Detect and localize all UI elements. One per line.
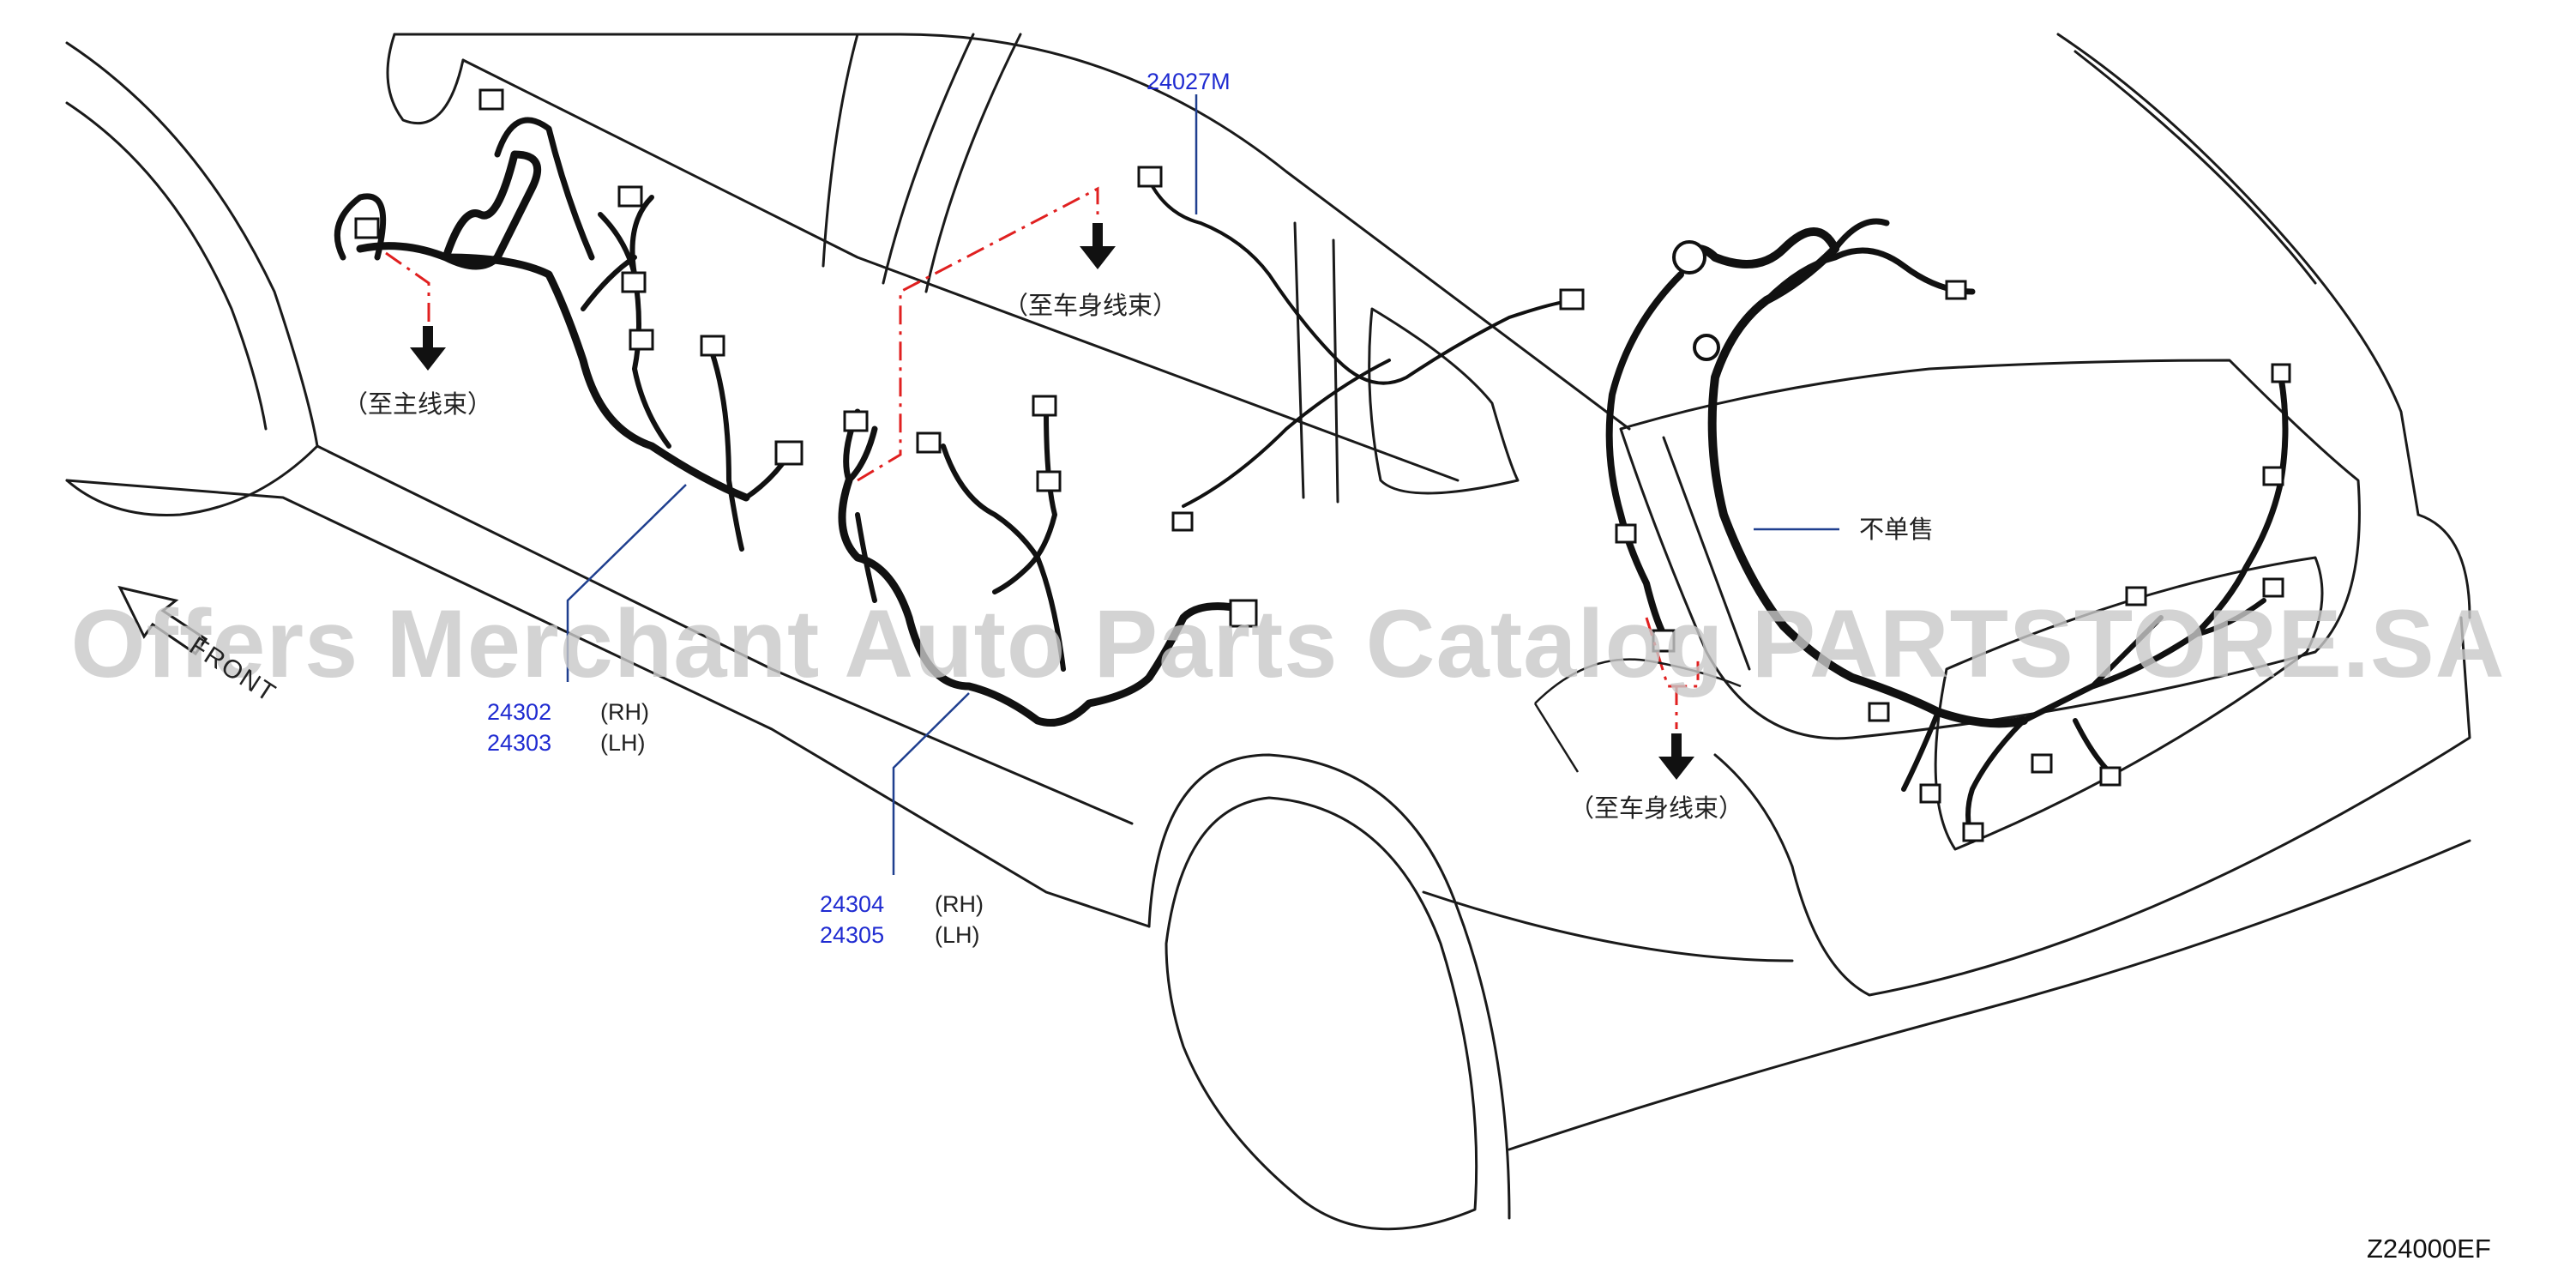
rear-bumper bbox=[1791, 616, 2471, 997]
note-to-body-harness-rear: （至车身线束） bbox=[1569, 793, 1744, 823]
note-to-body-harness-top: （至车身线束） bbox=[1003, 291, 1178, 320]
side-rh-24304: (RH) bbox=[935, 891, 984, 917]
grommet bbox=[1672, 240, 1706, 275]
harness-rear-hatch bbox=[1676, 227, 2028, 728]
note-not-sold-separately: 不单售 bbox=[1859, 515, 1935, 544]
arrow-down-main bbox=[410, 326, 446, 371]
license-plate-recess bbox=[1934, 556, 2324, 851]
rear-hatch-outline bbox=[2056, 33, 2420, 516]
side-sill-line bbox=[65, 479, 1151, 928]
roof-line bbox=[393, 33, 1631, 431]
part-number-24303[interactable]: 24303 bbox=[487, 730, 552, 756]
side-lh-24303: (LH) bbox=[600, 730, 646, 756]
rear-quarter-window bbox=[1368, 307, 1520, 495]
part-number-24027m[interactable]: 24027M bbox=[1147, 69, 1231, 94]
part-number-24304[interactable]: 24304 bbox=[820, 891, 885, 917]
front-arrow-icon bbox=[117, 585, 208, 656]
watermark: Offers Merchant Auto Parts Catalog PARTS… bbox=[70, 590, 2506, 697]
arrow-down-body-1 bbox=[1080, 223, 1116, 269]
side-lh-24305: (LH) bbox=[935, 922, 980, 948]
routing-dash-lines bbox=[385, 186, 1700, 729]
rear-glass bbox=[1619, 359, 2361, 740]
part-number-24305[interactable]: 24305 bbox=[820, 922, 885, 948]
arrow-down-body-2 bbox=[1658, 733, 1694, 780]
side-rh-24302: (RH) bbox=[600, 699, 649, 725]
connectors bbox=[354, 88, 2291, 842]
rear-wheel bbox=[1165, 796, 1478, 1231]
leader-24304 bbox=[892, 692, 970, 875]
leader-lines bbox=[566, 94, 1839, 875]
leader-24302 bbox=[566, 484, 687, 682]
diagram-code: Z24000EF bbox=[2367, 1234, 2491, 1264]
harness-24302 bbox=[356, 150, 750, 502]
direction-arrows bbox=[410, 223, 1694, 780]
harness-24304 bbox=[838, 476, 1248, 727]
rear-wheel-arch bbox=[1147, 753, 1511, 1220]
harness-24027m bbox=[1147, 178, 1580, 385]
note-to-main-harness: （至主线束） bbox=[343, 389, 493, 419]
part-number-24302[interactable]: 24302 bbox=[487, 699, 552, 725]
front-wheel-arch bbox=[65, 41, 319, 516]
